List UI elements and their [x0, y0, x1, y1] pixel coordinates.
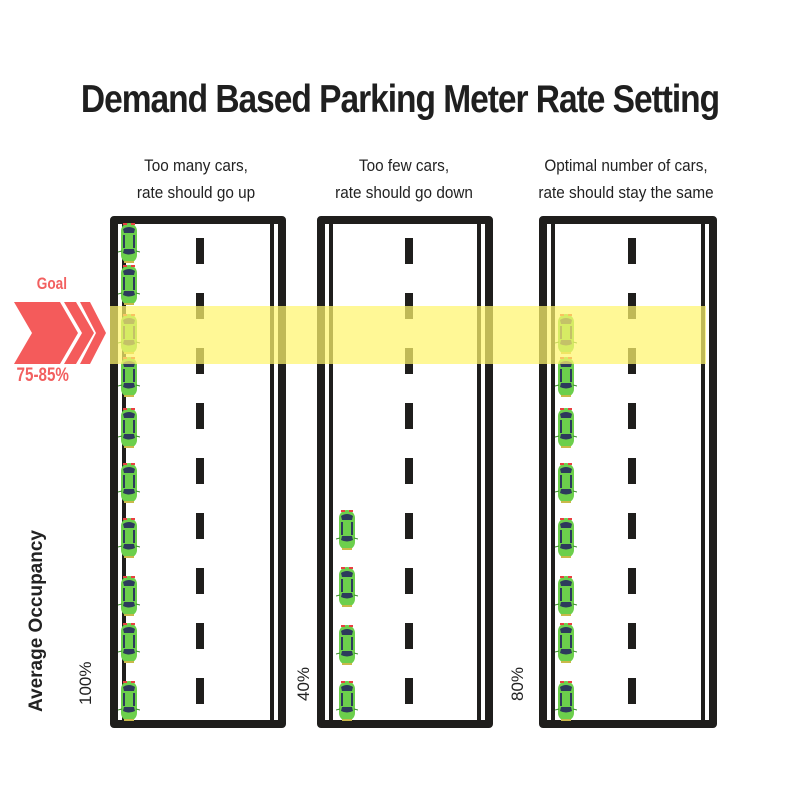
- goal-range: 75-85%: [16, 365, 69, 386]
- car-icon: [118, 575, 140, 617]
- caption-too-many: Too many cars, rate should go up: [88, 152, 304, 206]
- y-axis-label: Average Occupancy: [26, 530, 47, 712]
- car-icon: [555, 407, 577, 449]
- car-icon: [336, 509, 358, 551]
- curb-line-right: [701, 224, 705, 720]
- car-icon: [555, 622, 577, 664]
- curb-line-left: [551, 224, 555, 720]
- caption-line-2: rate should go up: [136, 183, 256, 202]
- caption-line-1: Too few cars,: [358, 156, 450, 175]
- goal-occupancy-band: [110, 306, 706, 364]
- car-icon: [555, 462, 577, 504]
- occupancy-value-optimal: 80%: [508, 666, 527, 701]
- curb-line-right: [270, 224, 274, 720]
- chevron-arrow-icon: [14, 302, 106, 364]
- car-icon: [555, 517, 577, 559]
- car-icon: [336, 566, 358, 608]
- dashed-center-line: [196, 224, 204, 720]
- caption-line-2: rate should go down: [335, 183, 473, 202]
- car-icon: [118, 407, 140, 449]
- car-icon: [555, 575, 577, 617]
- road-optimal: [539, 216, 717, 728]
- car-icon: [118, 462, 140, 504]
- road-too-few: [317, 216, 493, 728]
- page-title: Demand Based Parking Meter Rate Setting: [80, 78, 720, 121]
- occupancy-value-too-many: 100%: [76, 661, 95, 705]
- car-icon: [118, 517, 140, 559]
- dashed-center-line: [405, 224, 413, 720]
- occupancy-value-too-few: 40%: [294, 666, 313, 701]
- caption-line-2: rate should stay the same: [538, 183, 714, 202]
- caption-optimal: Optimal number of cars, rate should stay…: [518, 152, 734, 206]
- dashed-center-line: [628, 224, 636, 720]
- car-icon: [118, 222, 140, 264]
- caption-line-1: Optimal number of cars,: [544, 156, 708, 175]
- car-icon: [555, 680, 577, 722]
- caption-too-few: Too few cars, rate should go down: [296, 152, 512, 206]
- curb-line-right: [477, 224, 481, 720]
- car-icon: [118, 622, 140, 664]
- car-icon: [336, 680, 358, 722]
- curb-line-left: [329, 224, 333, 720]
- goal-label: Goal: [36, 274, 68, 293]
- caption-line-1: Too many cars,: [144, 156, 248, 175]
- car-icon: [336, 624, 358, 666]
- car-icon: [118, 680, 140, 722]
- car-icon: [118, 264, 140, 306]
